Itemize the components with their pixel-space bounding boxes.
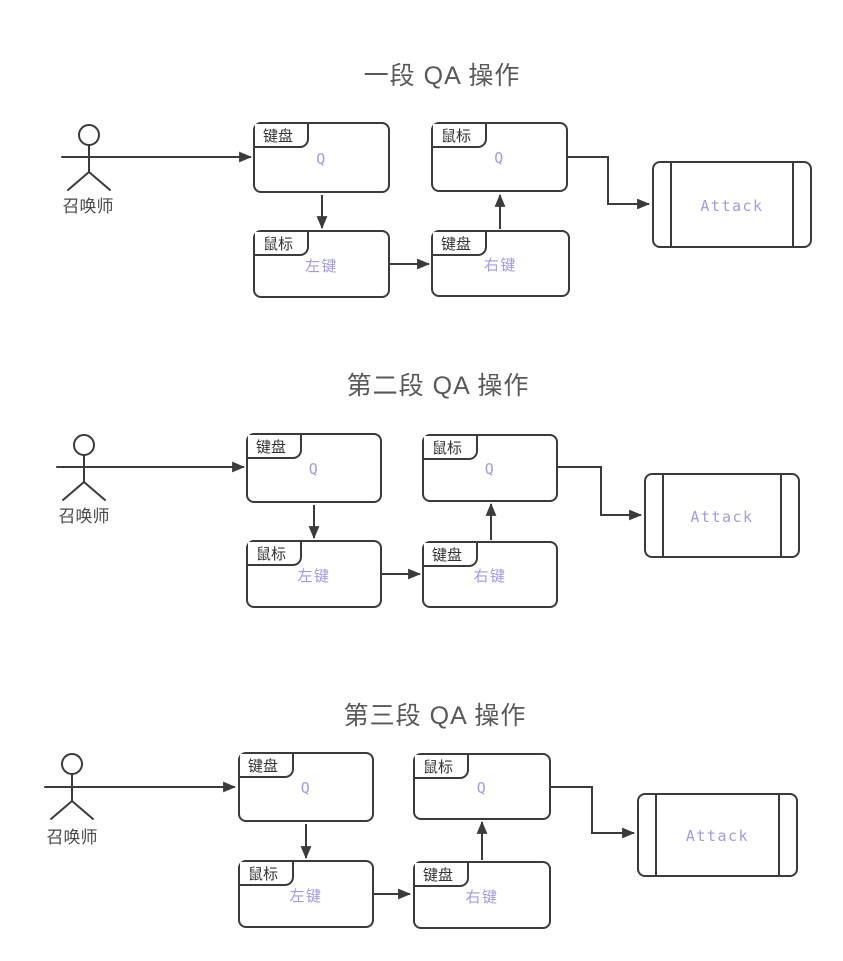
actor-label-2: 召唤师 [58,507,110,526]
node-value: Q [316,149,327,168]
node-keyboard-q-3: 键盘 Q [238,752,374,822]
attack-left-rail [655,795,657,875]
node-value: 左键 [297,566,331,585]
node-tab: 鼠标 [248,542,302,566]
node-tab-label: 鼠标 [263,235,294,253]
connector-mouse-q-to-attack [558,466,643,521]
node-value: Attack [685,827,750,845]
node-keyboard-right-2: 键盘 右键 [422,541,558,608]
node-tab: 键盘 [415,863,469,887]
node-tab-label: 鼠标 [423,758,454,776]
node-keyboard-right-3: 键盘 右键 [413,861,551,929]
node-tab: 鼠标 [424,436,478,460]
node-tab-label: 鼠标 [248,865,279,883]
attack-right-rail [778,795,780,875]
actor-figure-3 [44,753,94,820]
node-tab-label: 键盘 [423,866,454,884]
actor-head [73,434,95,456]
node-keyboard-right-1: 键盘 右键 [431,230,570,297]
node-tab-label: 键盘 [248,757,279,775]
node-mouse-left-3: 鼠标 左键 [238,860,374,928]
node-mouse-left-2: 鼠标 左键 [246,540,382,608]
node-tab-label: 键盘 [263,127,294,145]
section-title-3: 第三段 QA 操作 [343,702,527,730]
actor-legs [67,171,111,191]
node-value: Q [484,460,496,478]
node-mouse-q-2: 鼠标 Q [422,434,558,502]
attack-right-rail [792,163,794,246]
node-value: Attack [690,507,754,526]
node-value: 右键 [473,567,507,585]
actor-legs [50,800,94,820]
node-attack-1: Attack [652,161,812,248]
node-tab-label: 鼠标 [256,545,287,563]
node-tab: 键盘 [424,543,478,567]
node-attack-2: Attack [644,473,800,558]
section-title-2: 第二段 QA 操作 [346,372,530,400]
node-attack-3: Attack [637,793,798,877]
connector-mouse-q-to-attack [568,156,651,210]
node-value: Q [476,778,488,797]
node-value: Q [300,779,312,797]
node-value: 右键 [465,887,499,906]
attack-left-rail [670,163,672,246]
node-value: Q [308,460,320,478]
node-tab-label: 鼠标 [441,127,472,145]
connector-mouse-q-to-attack [551,786,636,839]
node-tab-label: 键盘 [432,546,463,564]
actor-label-1: 召唤师 [62,197,114,216]
node-value: 左键 [304,256,338,275]
actor-legs [62,481,106,501]
node-mouse-q-3: 鼠标 Q [413,753,551,820]
node-value: Attack [700,196,764,215]
node-tab: 键盘 [433,232,487,256]
node-tab: 键盘 [255,124,309,148]
node-mouse-q-1: 鼠标 Q [431,122,568,192]
node-tab-label: 鼠标 [432,439,463,457]
node-value: Q [494,149,505,167]
attack-left-rail [662,475,664,556]
node-tab: 键盘 [240,754,294,778]
node-tab: 鼠标 [240,862,294,886]
section-title-1: 一段 QA 操作 [363,62,521,90]
node-tab: 鼠标 [255,232,309,256]
actor-figure-1 [61,124,111,191]
node-keyboard-q-2: 键盘 Q [246,433,382,503]
actor-head [78,124,100,146]
actor-figure-2 [56,434,106,501]
actor-label-3: 召唤师 [46,828,98,847]
attack-right-rail [780,475,782,556]
node-mouse-left-1: 鼠标 左键 [253,230,390,298]
actor-head [61,753,83,775]
node-keyboard-q-1: 键盘 Q [253,122,390,193]
node-value: 右键 [483,256,517,274]
node-tab: 键盘 [248,435,302,459]
node-tab-label: 键盘 [441,235,472,253]
node-tab: 鼠标 [433,124,487,148]
node-tab-label: 键盘 [256,438,287,456]
node-value: 左键 [289,886,323,905]
node-tab: 鼠标 [415,755,469,779]
